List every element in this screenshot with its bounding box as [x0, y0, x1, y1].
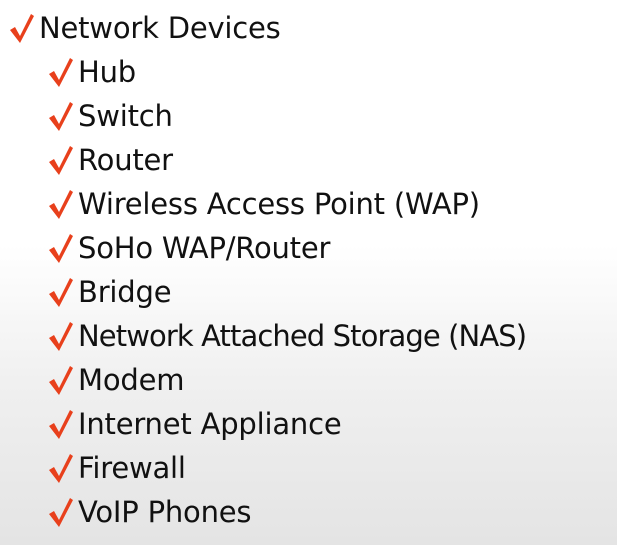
checkmark-icon — [8, 12, 35, 44]
list-item-label: Modem — [78, 363, 185, 397]
checkmark-icon — [47, 144, 74, 176]
checkmark-icon — [47, 320, 74, 352]
checkmark-icon — [47, 408, 74, 440]
list-item-label: Firewall — [78, 451, 186, 485]
checkmark-icon — [47, 276, 74, 308]
list-item-label: Hub — [78, 55, 136, 89]
list-item: Switch — [47, 98, 173, 134]
checkmark-icon — [47, 452, 74, 484]
list-item: Network Attached Storage (NAS) — [47, 318, 527, 354]
list-item: Wireless Access Point (WAP) — [47, 186, 480, 222]
checkmark-icon — [47, 56, 74, 88]
list-item: VoIP Phones — [47, 494, 252, 530]
list-item-label: Router — [78, 143, 173, 177]
list-item-label: VoIP Phones — [78, 495, 252, 529]
list-item-label: Wireless Access Point (WAP) — [78, 187, 480, 221]
list-item: Bridge — [47, 274, 172, 310]
checkmark-icon — [47, 496, 74, 528]
list-item: Internet Appliance — [47, 406, 342, 442]
checkmark-icon — [47, 188, 74, 220]
checkmark-icon — [47, 100, 74, 132]
list-heading: Network Devices — [8, 10, 281, 46]
checkmark-icon — [47, 364, 74, 396]
list-item: Firewall — [47, 450, 186, 486]
list-item: SoHo WAP/Router — [47, 230, 330, 266]
checkmark-icon — [47, 232, 74, 264]
list-item-label: SoHo WAP/Router — [78, 231, 331, 265]
list-item-label: Internet Appliance — [78, 407, 342, 441]
list-item: Hub — [47, 54, 136, 90]
list-item-label: Network Attached Storage (NAS) — [78, 319, 527, 353]
list-item: Modem — [47, 362, 184, 398]
list-item-label: Switch — [78, 99, 173, 133]
list-item: Router — [47, 142, 173, 178]
heading-label: Network Devices — [39, 11, 281, 45]
list-item-label: Bridge — [78, 275, 172, 309]
